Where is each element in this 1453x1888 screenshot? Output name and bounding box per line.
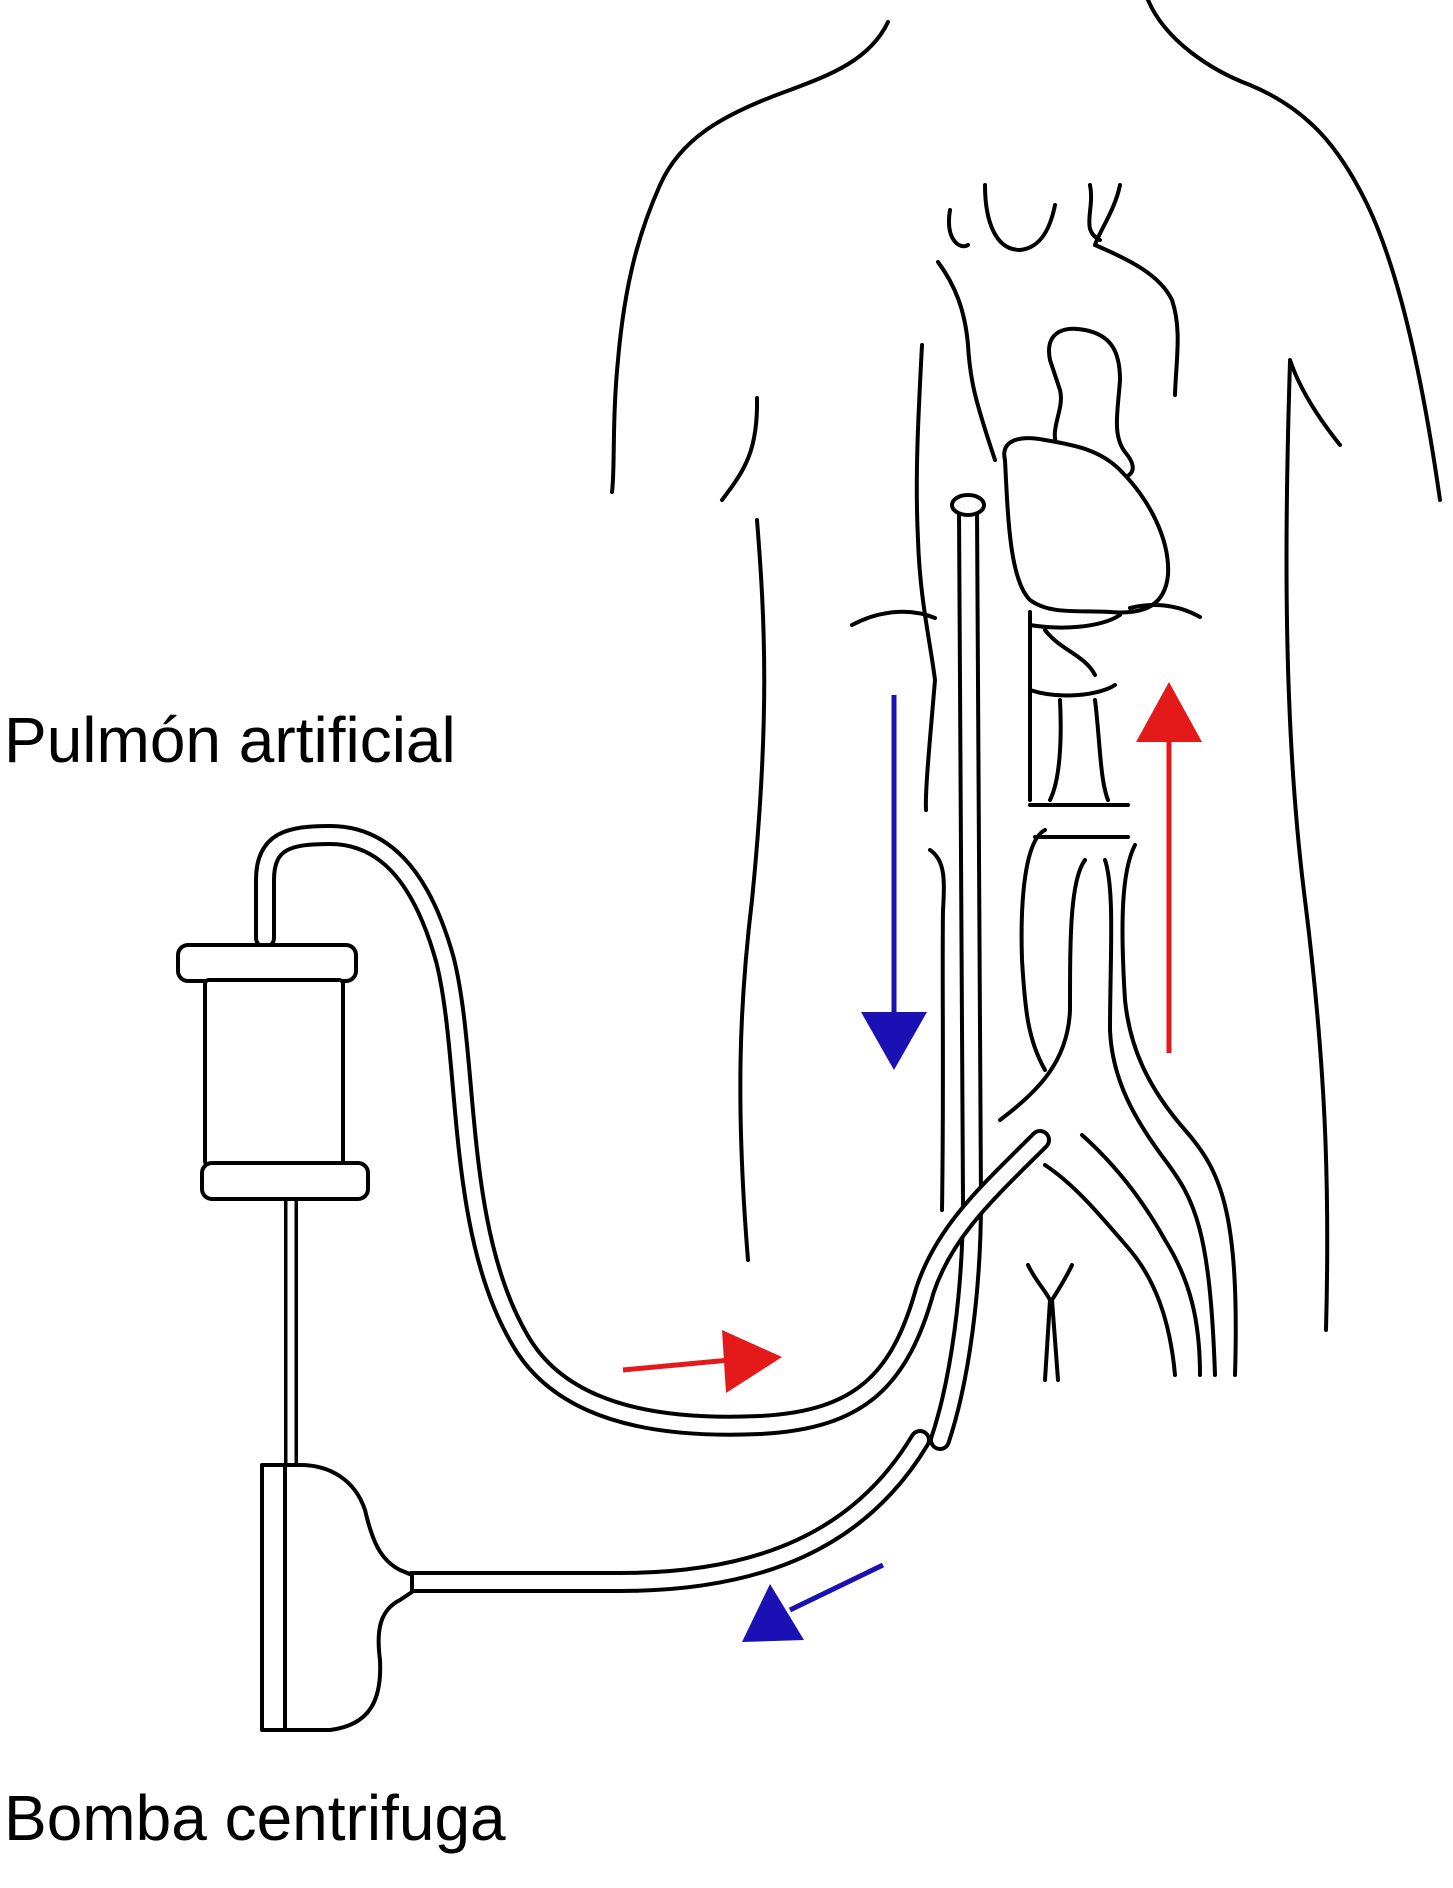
aorta-right-wall: [1120, 843, 1238, 1377]
artificial-lung-label: Pulmón artificial: [4, 704, 456, 776]
body-left-contour: [610, 20, 890, 494]
arterial-line: [254, 824, 1051, 1437]
venous-cannula: [929, 493, 986, 1451]
drainage-tube-inner: [405, 1433, 927, 1589]
right-arm-line: [1288, 358, 1342, 447]
body-outline: [610, 0, 1442, 1332]
aorta-left-wall: [1019, 828, 1047, 1072]
drainage-line: [401, 1429, 931, 1593]
oxygenator-body: [203, 978, 345, 1167]
iliac-right: [1103, 858, 1217, 1377]
arterial-up-arrow: [1136, 682, 1202, 1053]
drainage-tube-outer: [401, 1429, 931, 1593]
centrifugal-pump: [260, 1463, 414, 1732]
venous-cannula-inner: [933, 503, 979, 1447]
venous-down-arrow: [861, 695, 927, 1070]
heart: [1002, 436, 1171, 615]
neck-vessels: [947, 183, 1122, 252]
venous-drainage-arrow: [742, 1562, 885, 1642]
left-rib-line: [936, 260, 997, 462]
iliac-left: [998, 858, 1087, 1122]
femoral-branch-inner: [1043, 1163, 1177, 1377]
centrifugal-pump-label: Bomba centrifuga: [4, 1782, 506, 1854]
abdominal-vessels: [928, 828, 1238, 1382]
thorax: [850, 183, 1202, 812]
arterial-tube-outer: [254, 824, 1051, 1437]
ivc-left-wall: [928, 848, 946, 1212]
pump-body: [260, 1463, 414, 1732]
arterial-tube-inner: [258, 828, 1047, 1433]
left-flank: [738, 518, 767, 1262]
pubic-symbol: [1026, 1263, 1074, 1382]
diaphragm-left: [850, 609, 937, 627]
oxygenator: [176, 943, 370, 1201]
flow-arrows: [622, 682, 1202, 1642]
right-rib-line: [1093, 243, 1180, 397]
oxygenator-bottom-cap: [200, 1161, 370, 1201]
femoral-branch-inner-2: [1080, 1133, 1202, 1377]
right-flank: [1284, 360, 1330, 1332]
spine-detail: [1028, 610, 1130, 807]
diaphragm-right: [1128, 603, 1202, 619]
left-lung-edge: [914, 343, 937, 812]
left-arm-line: [720, 396, 760, 502]
arterial-return-arrow: [622, 1330, 782, 1393]
oxygenator-top-cap: [176, 943, 358, 983]
venous-cannula-tip: [950, 493, 986, 517]
body-right-contour: [1146, 0, 1442, 502]
